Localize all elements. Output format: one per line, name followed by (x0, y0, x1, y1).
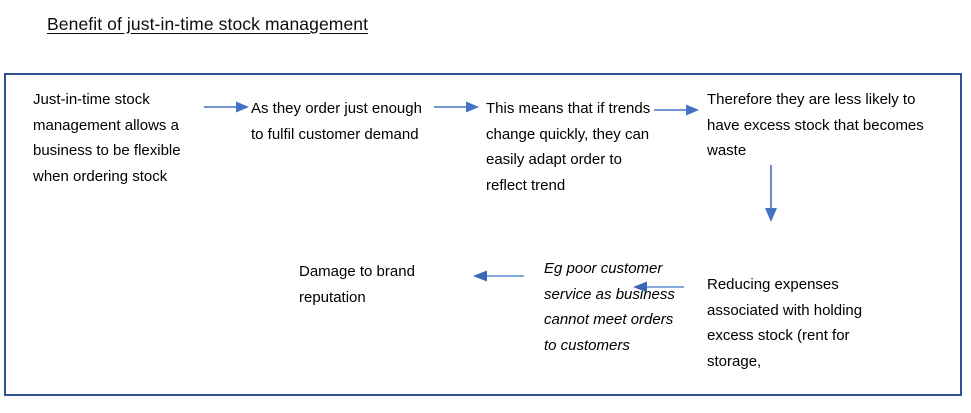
arrow-left-icon (631, 280, 685, 294)
arrow-left-icon (471, 269, 525, 283)
flow-node-order-just-enough: As they order just enough to fulfil cust… (251, 100, 422, 143)
arrow-right-icon (654, 103, 700, 117)
flow-node-damage-to-brand: Damage to brand reputation (299, 263, 415, 306)
flow-node-jit-flexible: Just-in-time stock management allows a b… (33, 91, 181, 185)
page-title: Benefit of just-in-time stock management (47, 14, 369, 34)
flow-node-adapt-to-trends: This means that if trends change quickly… (486, 100, 651, 194)
flow-node-reducing-expenses: Reducing expenses associated with holdin… (707, 276, 863, 370)
arrow-right-icon (434, 100, 480, 114)
flow-node-poor-customer-service: Eg poor customer service as business can… (544, 260, 675, 354)
flow-node-less-excess-stock: Therefore they are less likely to have e… (707, 91, 924, 159)
arrow-right-icon (204, 100, 250, 114)
diagram-frame (4, 73, 962, 396)
arrow-down-icon (763, 165, 779, 223)
